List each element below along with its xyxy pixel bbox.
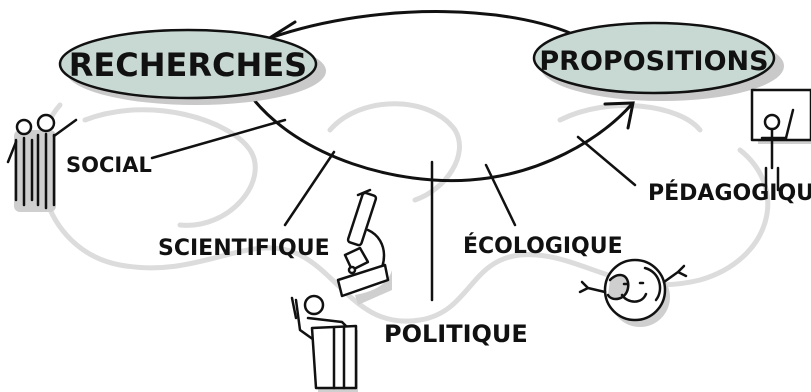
recherches-label: RECHERCHES: [69, 46, 307, 84]
social-label: SOCIAL: [66, 153, 152, 177]
earth-icon: [578, 258, 688, 327]
background-sketch: [37, 101, 771, 324]
scientifique-label: SCIENTIFIQUE: [158, 236, 330, 261]
branch-lines: [150, 118, 637, 302]
ecologique-label: ÉCOLOGIQUE: [463, 233, 623, 259]
politique-label: POLITIQUE: [384, 320, 528, 348]
microscope-icon: [336, 188, 392, 305]
propositions-node: PROPOSITIONS: [532, 21, 784, 101]
people-icon: [6, 113, 78, 212]
podium-speaker-icon: [290, 294, 358, 392]
teacher-board-icon: [750, 88, 811, 192]
main-arc: [248, 93, 635, 183]
propositions-label: PROPOSITIONS: [539, 46, 768, 77]
top-arrow: [264, 10, 587, 49]
recherches-node: RECHERCHES: [58, 28, 326, 105]
pedagogique-label: PÉDAGOGIQUE: [648, 180, 811, 206]
